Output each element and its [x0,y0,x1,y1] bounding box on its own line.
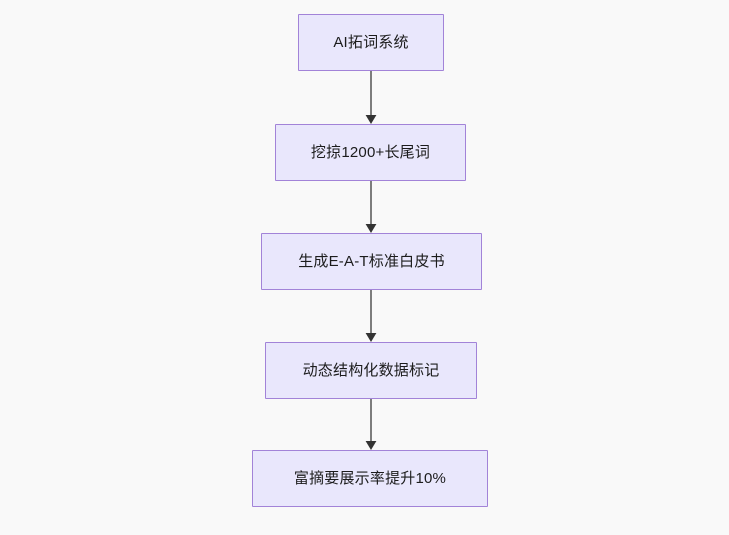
flow-node-label: 富摘要展示率提升10% [293,469,447,487]
edge-arrowhead-icon [365,333,377,342]
flow-edge [365,399,377,450]
flow-node-2[interactable]: 挖掠1200+长尾词 [275,124,466,181]
flow-edge [365,71,377,124]
flow-node-label: 动态结构化数据标记 [302,361,440,379]
flow-edge [365,290,377,342]
flow-node-label: AI拓词系统 [333,33,409,51]
edge-arrowhead-icon [365,441,377,450]
flow-node-5[interactable]: 富摘要展示率提升10% [252,450,488,507]
flow-node-4[interactable]: 动态结构化数据标记 [265,342,477,399]
flow-node-1[interactable]: AI拓词系统 [298,14,444,71]
flow-node-3[interactable]: 生成E-A-T标准白皮书 [261,233,482,290]
edge-arrowhead-icon [365,115,377,124]
edge-arrowhead-icon [365,224,377,233]
flow-node-label: 挖掠1200+长尾词 [310,143,431,161]
flow-edge [365,181,377,233]
flow-node-label: 生成E-A-T标准白皮书 [298,252,445,270]
